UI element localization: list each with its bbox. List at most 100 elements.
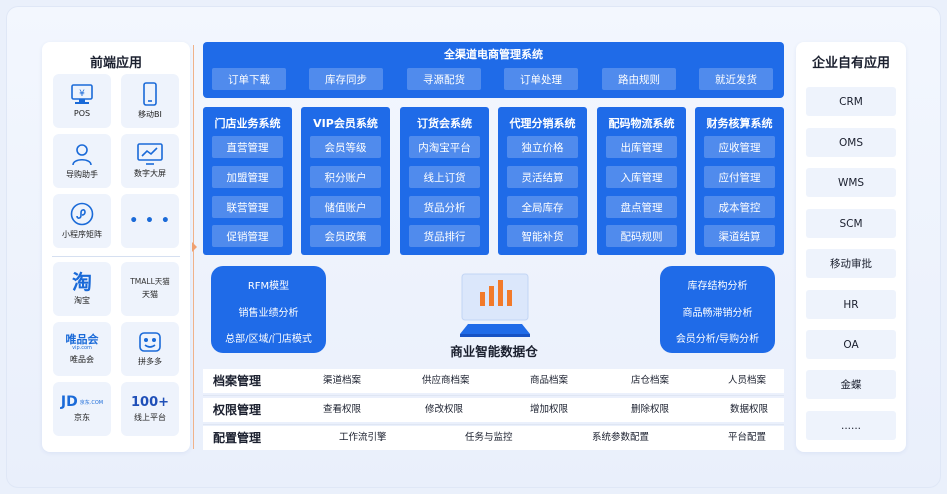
bi-analysis-item: 销售业绩分析 — [238, 308, 299, 319]
system-distribution: 代理分销系统 独立价格 灵活结算 全局库存 智能补货 — [498, 107, 587, 255]
system-title: 配码物流系统 — [608, 117, 675, 130]
row-cell: 人员档案 — [728, 375, 767, 386]
bi-analysis-item: 总部/区域/门店模式 — [225, 334, 312, 345]
system-item: 灵活结算 — [507, 166, 578, 188]
tile-more: • • • — [121, 194, 179, 248]
system-item: 全局库存 — [507, 196, 578, 218]
system-finance: 财务核算系统 应收管理 应付管理 成本管控 渠道结算 — [695, 107, 784, 255]
row-cell: 增加权限 — [530, 404, 569, 415]
enterprise-app-item: ...... — [806, 411, 896, 440]
system-item: 会员等级 — [310, 136, 381, 158]
row-heading: 权限管理 — [213, 403, 262, 417]
tile-label: 小程序矩阵 — [62, 230, 102, 239]
tile-label: 导购助手 — [66, 170, 98, 179]
person-icon — [72, 144, 92, 166]
system-item: 积分账户 — [310, 166, 381, 188]
row-config-management: 配置管理 工作流引擎 任务与监控 系统参数配置 平台配置 — [203, 426, 784, 450]
system-item: 内淘宝平台 — [409, 136, 480, 158]
data-warehouse-icon — [460, 273, 530, 337]
tile-sales-assistant: 导购助手 — [53, 134, 111, 188]
system-item: 线上订货 — [409, 166, 480, 188]
omnichannel-ecommerce-system: 全渠道电商管理系统 订单下载 库存同步 寻源配货 订单处理 路由规则 就近发货 — [203, 42, 784, 98]
row-cell: 系统参数配置 — [592, 432, 650, 443]
platform-jd: JD 京东.COM 京东 — [53, 382, 111, 436]
system-item: 货品排行 — [409, 225, 480, 247]
system-title: VIP会员系统 — [313, 117, 378, 130]
row-cell: 店仓档案 — [631, 375, 670, 386]
row-cell: 任务与监控 — [465, 432, 513, 443]
row-heading: 配置管理 — [213, 431, 262, 445]
row-cell: 平台配置 — [728, 432, 767, 443]
row-cell: 渠道档案 — [323, 375, 362, 386]
topbar-item: 寻源配货 — [407, 68, 481, 90]
topbar-item: 就近发货 — [699, 68, 773, 90]
bi-data-warehouse-title: 商业智能数据仓 — [450, 344, 538, 359]
mobile-phone-icon — [143, 82, 157, 106]
platform-label: 拼多多 — [138, 357, 162, 366]
row-permission-management: 权限管理 查看权限 修改权限 增加权限 删除权限 数据权限 — [203, 398, 784, 422]
bi-analysis-item: 商品畅滞销分析 — [682, 308, 753, 319]
tile-mini-program: 小程序矩阵 — [53, 194, 111, 248]
row-cell: 供应商档案 — [422, 375, 470, 386]
flow-arrow-icon — [192, 242, 197, 252]
row-cell: 商品档案 — [530, 375, 569, 386]
system-item: 储值账户 — [310, 196, 381, 218]
enterprise-app-item: HR — [806, 290, 896, 319]
platform-label: 京东 — [74, 413, 90, 422]
taobao-logo: 淘 — [72, 270, 92, 294]
frontend-apps-panel: 前端应用 ¥ POS 移动BI 导购助手 数字大屏 小程序矩阵 • • • 淘 … — [42, 42, 190, 452]
enterprise-app-item: OMS — [806, 128, 896, 157]
system-item: 渠道结算 — [704, 225, 775, 247]
enterprise-app-item: 移动审批 — [806, 249, 896, 278]
row-cell: 删除权限 — [631, 404, 670, 415]
panel-divider — [52, 256, 180, 257]
system-item: 入库管理 — [606, 166, 677, 188]
topbar-item: 库存同步 — [309, 68, 383, 90]
system-item: 独立价格 — [507, 136, 578, 158]
tile-mobile-bi: 移动BI — [121, 74, 179, 128]
system-title: 代理分销系统 — [509, 117, 576, 130]
tile-label: 数字大屏 — [134, 169, 166, 178]
online-platforms-count: 100+ — [130, 394, 170, 410]
bi-analysis-right: 库存结构分析 商品畅滞销分析 会员分析/导购分析 — [660, 266, 775, 353]
jd-logo: JD — [60, 394, 78, 410]
system-title: 门店业务系统 — [214, 117, 281, 130]
platform-label: 线上平台 — [134, 412, 166, 422]
system-item: 直营管理 — [212, 136, 283, 158]
tile-pos: ¥ POS — [53, 74, 111, 128]
system-store-business: 门店业务系统 直营管理 加盟管理 联营管理 促销管理 — [203, 107, 292, 255]
row-cell: 查看权限 — [323, 404, 362, 415]
system-title: 订货会系统 — [417, 117, 472, 130]
row-cell: 数据权限 — [730, 404, 769, 415]
tile-label: POS — [73, 109, 91, 118]
platform-online: 100+ 线上平台 — [121, 382, 179, 436]
system-item: 出库管理 — [606, 136, 677, 158]
platform-taobao: 淘 淘宝 — [53, 262, 111, 316]
bi-analysis-item: 会员分析/导购分析 — [675, 334, 760, 345]
enterprise-app-item: CRM — [806, 87, 896, 116]
vip-logo-sub: vip.com — [72, 344, 92, 351]
bi-analysis-item: 库存结构分析 — [687, 281, 748, 292]
platform-vip: 唯品会 vip.com 唯品会 — [53, 322, 111, 376]
enterprise-app-item: 金蝶 — [806, 370, 896, 399]
row-archive-management: 档案管理 渠道档案 供应商档案 商品档案 店仓档案 人员档案 — [203, 369, 784, 393]
platform-label: 淘宝 — [74, 296, 90, 305]
platform-label: 天猫 — [142, 289, 158, 299]
system-item: 配码规则 — [606, 225, 677, 247]
pos-terminal-icon: ¥ — [71, 84, 93, 104]
topbar-item: 订单下载 — [212, 68, 286, 90]
system-vip-member: VIP会员系统 会员等级 积分账户 储值账户 会员政策 — [301, 107, 390, 255]
svg-text:¥: ¥ — [79, 89, 85, 99]
pinduoduo-logo-icon — [139, 332, 161, 352]
tmall-logo: TMALL天猫 — [130, 277, 170, 287]
frontend-apps-title: 前端应用 — [89, 56, 142, 71]
system-item: 盘点管理 — [606, 196, 677, 218]
tile-label: 移动BI — [138, 110, 162, 119]
tile-digital-screen: 数字大屏 — [121, 134, 179, 188]
topbar-item: 订单处理 — [504, 68, 578, 90]
system-item: 货品分析 — [409, 196, 480, 218]
system-item: 加盟管理 — [212, 166, 283, 188]
platform-pinduoduo: 拼多多 — [121, 322, 179, 376]
row-divider — [203, 395, 784, 396]
system-item: 智能补货 — [507, 225, 578, 247]
